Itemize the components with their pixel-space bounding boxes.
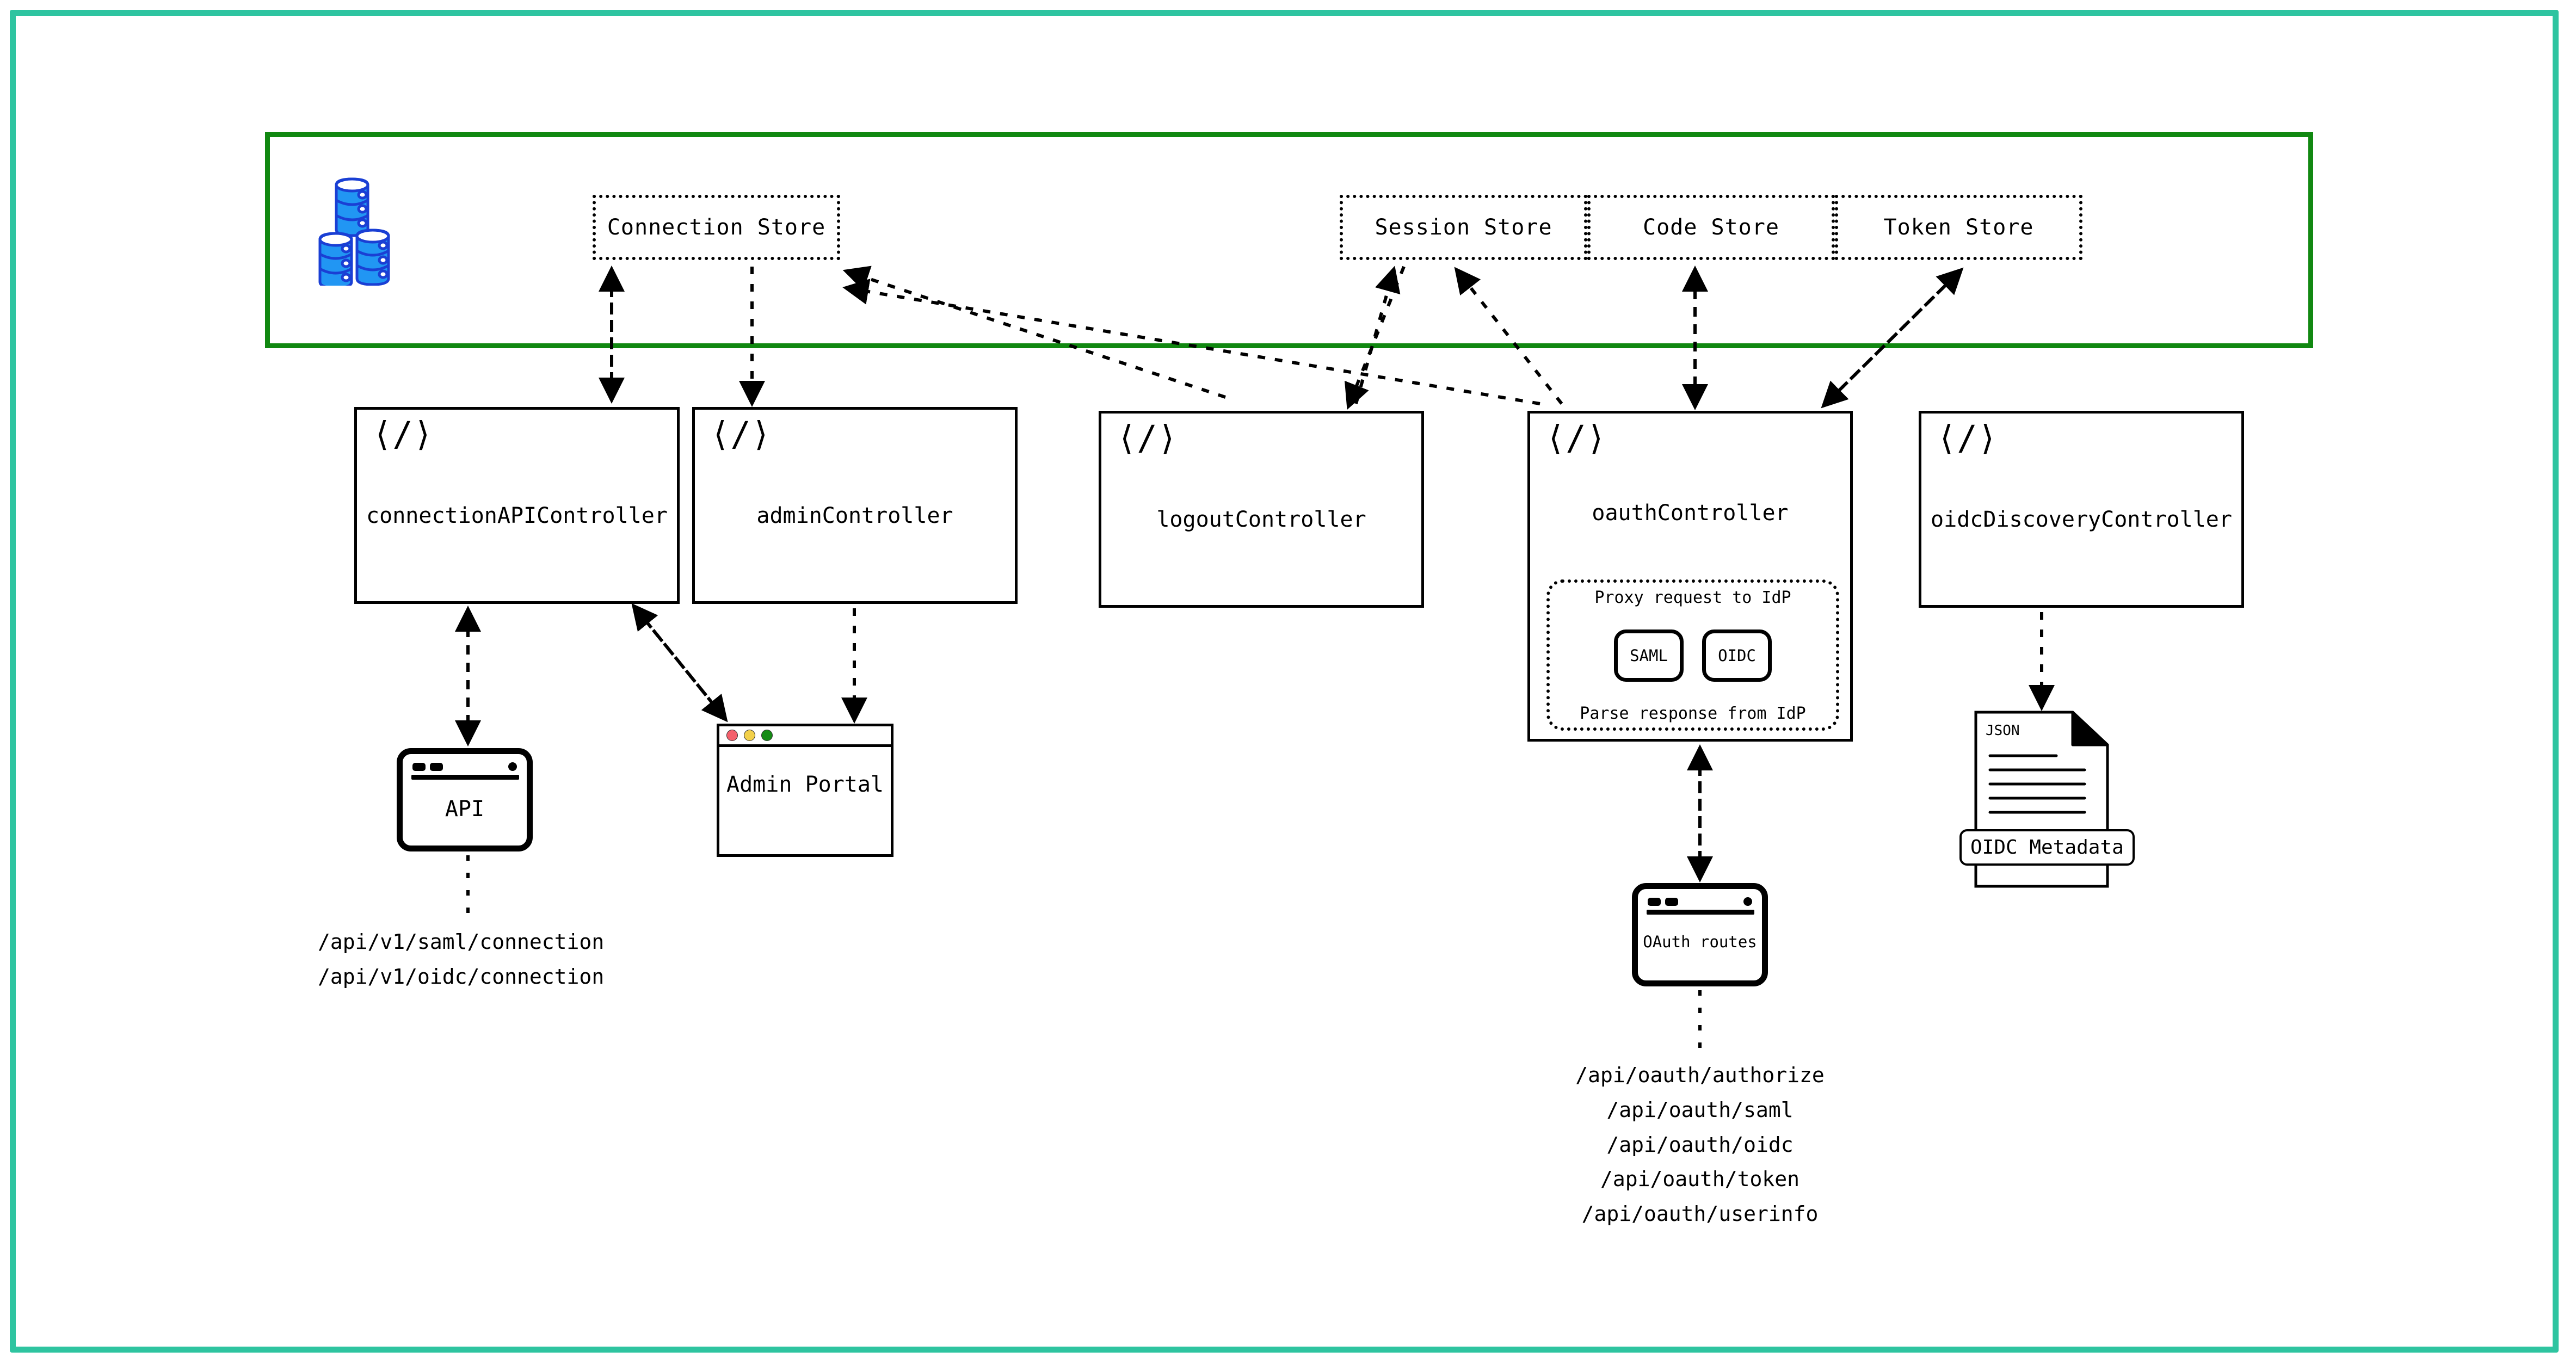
api-paths-list: /api/v1/saml/connection /api/v1/oidc/con… xyxy=(318,925,604,995)
admin-portal-label: Admin Portal xyxy=(726,772,884,797)
controller-oauth-label: oauthController xyxy=(1592,501,1789,526)
api-path-item: /api/v1/saml/connection xyxy=(318,930,605,954)
controller-connection-api-label: connectionAPIController xyxy=(366,503,668,528)
saml-button[interactable]: SAML xyxy=(1614,630,1684,682)
idp-parse-response-label: Parse response from IdP xyxy=(1580,704,1806,723)
close-light-icon xyxy=(726,730,738,741)
controller-admin-label: adminController xyxy=(756,503,953,528)
admin-portal-window[interactable]: Admin Portal xyxy=(717,724,893,857)
minimize-light-icon xyxy=(744,730,755,741)
browser-address-bar-icon xyxy=(411,775,519,780)
outer-frame-border xyxy=(10,10,2559,1353)
code-brackets-icon: ⟨/⟩ xyxy=(710,414,771,454)
browser-dot-icon xyxy=(1665,898,1678,906)
code-brackets-icon: ⟨/⟩ xyxy=(372,414,433,454)
oauth-routes-label: OAuth routes xyxy=(1643,933,1757,951)
oauth-paths-list: /api/oauth/authorize /api/oauth/saml /ap… xyxy=(1575,1058,1949,1232)
store-code[interactable]: Code Store xyxy=(1587,195,1835,260)
browser-address-bar-icon xyxy=(1647,910,1754,915)
controller-oauth[interactable]: ⟨/⟩ oauthController Proxy request to IdP… xyxy=(1527,411,1853,742)
controller-logout[interactable]: ⟨/⟩ logoutController xyxy=(1099,411,1424,608)
store-session[interactable]: Session Store xyxy=(1340,195,1587,260)
oauth-path-item: /api/oauth/userinfo xyxy=(1581,1202,1819,1226)
controller-logout-label: logoutController xyxy=(1156,507,1366,532)
oauth-path-item: /api/oauth/authorize xyxy=(1575,1063,1825,1087)
oauth-path-item: /api/oauth/token xyxy=(1600,1167,1800,1192)
saml-button-label: SAML xyxy=(1630,646,1668,665)
oidc-button-label: OIDC xyxy=(1718,646,1756,665)
api-path-item: /api/v1/oidc/connection xyxy=(318,964,605,989)
store-code-label: Code Store xyxy=(1643,215,1779,240)
oauth-routes-client[interactable]: OAuth routes xyxy=(1632,883,1768,986)
idp-button-row: SAML OIDC xyxy=(1614,630,1772,682)
oauth-path-item: /api/oauth/saml xyxy=(1606,1097,1794,1122)
idp-proxy-request-label: Proxy request to IdP xyxy=(1594,588,1791,607)
oidc-metadata-label: OIDC Metadata xyxy=(1970,836,2124,859)
svg-text:JSON: JSON xyxy=(1986,723,2020,739)
browser-dot-icon xyxy=(430,763,443,771)
oauth-path-item: /api/oauth/oidc xyxy=(1606,1132,1794,1157)
code-brackets-icon: ⟨/⟩ xyxy=(1545,418,1606,458)
store-connection[interactable]: Connection Store xyxy=(593,195,840,260)
browser-dot-icon xyxy=(412,763,426,771)
store-token[interactable]: Token Store xyxy=(1835,195,2082,260)
admin-portal-titlebar xyxy=(719,726,891,747)
controller-oidc-discovery-label: oidcDiscoveryController xyxy=(1931,507,2232,532)
controller-connection-api[interactable]: ⟨/⟩ connectionAPIController xyxy=(354,407,680,604)
store-token-label: Token Store xyxy=(1883,215,2034,240)
browser-dot-icon xyxy=(508,762,517,771)
browser-dot-icon xyxy=(1743,897,1752,906)
store-session-label: Session Store xyxy=(1375,215,1552,240)
oidc-metadata-label-pill: OIDC Metadata xyxy=(1959,829,2135,866)
api-client[interactable]: API xyxy=(397,748,533,851)
controller-oidc-discovery[interactable]: ⟨/⟩ oidcDiscoveryController xyxy=(1919,411,2244,608)
code-brackets-icon: ⟨/⟩ xyxy=(1117,418,1178,458)
oidc-button[interactable]: OIDC xyxy=(1702,630,1772,682)
store-connection-label: Connection Store xyxy=(607,215,826,240)
browser-dot-icon xyxy=(1648,898,1661,906)
idp-proxy-group: Proxy request to IdP SAML OIDC Parse res… xyxy=(1546,579,1839,731)
code-brackets-icon: ⟨/⟩ xyxy=(1937,418,1998,458)
api-client-label: API xyxy=(445,797,485,822)
controller-admin[interactable]: ⟨/⟩ adminController xyxy=(692,407,1018,604)
maximize-light-icon xyxy=(761,730,773,741)
database-stack-icon xyxy=(310,169,427,289)
